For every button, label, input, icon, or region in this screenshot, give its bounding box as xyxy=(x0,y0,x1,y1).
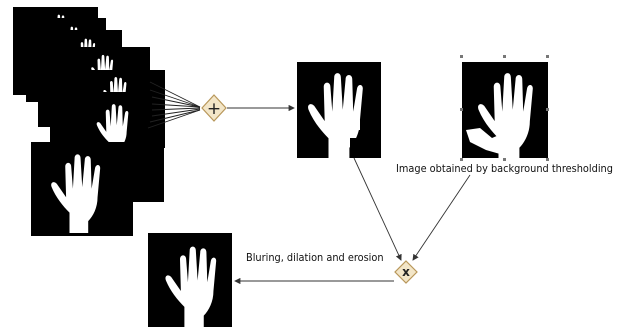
product-operator: x xyxy=(394,260,418,284)
sum-operator: + xyxy=(201,94,227,122)
input-frame-front xyxy=(31,142,133,236)
sum-operator-symbol: + xyxy=(207,99,221,119)
threshold-image xyxy=(460,55,549,161)
summed-image xyxy=(297,62,381,161)
plus-operator-icon xyxy=(201,94,227,122)
threshold-caption: Image obtained by background thresholdin… xyxy=(396,163,613,175)
result-image xyxy=(148,233,232,328)
arrow-summed-to-product xyxy=(353,157,402,261)
arrow-threshold-to-product xyxy=(412,174,471,261)
product-operator-symbol: x xyxy=(402,265,410,279)
blur-caption: Bluring, dilation and erosion xyxy=(246,252,384,264)
multiply-operator-icon xyxy=(394,260,418,284)
input-frame-stack xyxy=(13,7,165,236)
input-fan-lines xyxy=(147,81,201,129)
selection-handles xyxy=(460,55,549,161)
